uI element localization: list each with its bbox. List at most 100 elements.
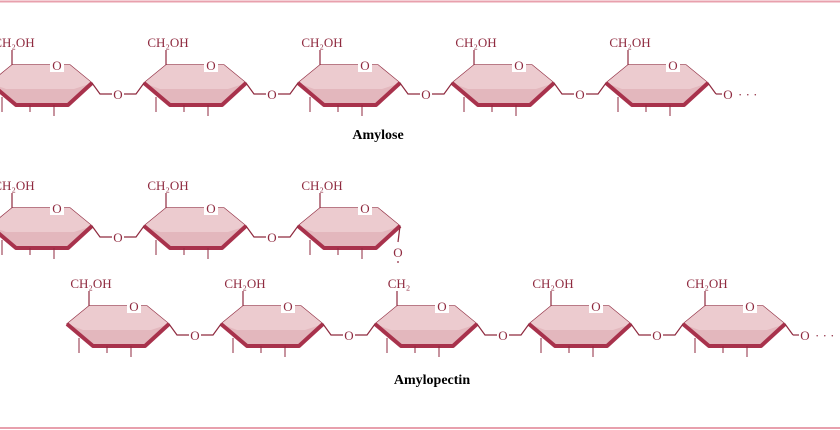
ch2oh-label: CH₂OH — [455, 35, 496, 50]
linkage-oxygen: O — [267, 230, 276, 245]
ring-front-edge — [0, 81, 94, 107]
linkage-oxygen: O — [190, 328, 199, 343]
linkage-oxygen: O — [421, 87, 430, 102]
linkage-bond — [784, 323, 794, 336]
linkage-oxygen: O — [344, 328, 353, 343]
ring-face — [298, 65, 400, 89]
ring-oxygen-gap — [204, 200, 218, 215]
ring-oxygen-gap — [435, 298, 449, 313]
ellipsis: · · · — [815, 328, 835, 343]
ring-front-edge — [142, 224, 248, 250]
ring-oxygen-label: O — [360, 201, 369, 216]
linkage-bond — [476, 323, 497, 336]
ring-oxygen-gap — [281, 298, 295, 313]
ring-oxygen-gap — [743, 298, 757, 313]
linkage-oxygen: O — [393, 245, 402, 260]
glycosidic-linkage: O — [630, 323, 684, 343]
branch-linkage: O — [393, 225, 403, 263]
glycosidic-linkage: O — [553, 82, 607, 102]
ch2oh-label: CH₂OH — [686, 276, 727, 291]
ring-front-edge — [681, 322, 787, 348]
linkage-bond — [201, 323, 222, 336]
linkage-oxygen: O — [652, 328, 661, 343]
linkage-bond — [707, 82, 717, 95]
ring-front-edge — [142, 81, 248, 107]
glycosidic-linkage: O — [91, 225, 145, 245]
glucose-ring: O CH₂OH — [0, 35, 94, 116]
amylose-chain: OCH₂OHOCH₂OHOCH₂OHOCH₂OHOCH₂OHOOOOO· · · — [0, 35, 758, 116]
glycosidic-linkage: O — [476, 323, 530, 343]
amylopectin-title: Amylopectin — [394, 373, 470, 388]
ring-oxygen-label: O — [283, 299, 292, 314]
ring-face — [298, 208, 400, 232]
ch2oh-label: CH₂OH — [147, 35, 188, 50]
ring-oxygen-gap — [50, 57, 64, 72]
ch2oh-label: CH₂OH — [70, 276, 111, 291]
linkage-bond — [397, 225, 401, 243]
ch2oh-label: CH₂OH — [0, 35, 35, 50]
ring-front-edge — [296, 224, 402, 250]
amylose-title: Amylose — [352, 128, 403, 143]
linkage-bond — [663, 323, 684, 336]
ring-face — [529, 306, 631, 330]
ring-oxygen-label: O — [745, 299, 754, 314]
amylopectin-chain: OCH₂OHOCH₂OHOCH₂OHOOOCH₂OHOCH₂OHOCH₂OCH₂… — [0, 178, 835, 357]
linkage-bond — [278, 225, 299, 238]
chain-continuation: O · · · — [784, 323, 835, 343]
ring-oxygen-label: O — [206, 201, 215, 216]
glucose-ring: O CH₂ — [373, 276, 479, 357]
ring-oxygen-label: O — [129, 299, 138, 314]
ring-face — [221, 306, 323, 330]
ring-oxygen-label: O — [668, 58, 677, 73]
linkage-bond — [432, 82, 453, 95]
ring-front-edge — [604, 81, 710, 107]
ring-front-edge — [65, 322, 171, 348]
glycosidic-linkage: O — [245, 82, 299, 102]
ring-face — [452, 65, 554, 89]
ring-oxygen-label: O — [52, 58, 61, 73]
ring-oxygen-label: O — [206, 58, 215, 73]
linkage-bond — [399, 82, 420, 95]
ring-face — [67, 306, 169, 330]
linkage-bond — [322, 323, 343, 336]
ring-oxygen-gap — [512, 57, 526, 72]
linkage-oxygen: O — [575, 87, 584, 102]
glucose-ring: O CH₂OH — [296, 178, 402, 259]
ring-oxygen-gap — [204, 57, 218, 72]
linkage-bond — [124, 225, 145, 238]
ring-face — [606, 65, 708, 89]
linkage-bond — [630, 323, 651, 336]
glucose-ring: O CH₂OH — [65, 276, 171, 357]
linkage-bond — [91, 225, 112, 238]
ring-face — [0, 65, 92, 89]
glucose-ring: O CH₂OH — [142, 178, 248, 259]
ring-face — [683, 306, 785, 330]
ch2oh-label: CH₂OH — [301, 178, 342, 193]
ring-oxygen-gap — [127, 298, 141, 313]
ring-front-edge — [373, 322, 479, 348]
ring-front-edge — [450, 81, 556, 107]
ellipsis: · · · — [738, 87, 758, 102]
ch2oh-label: CH₂ — [388, 276, 411, 291]
linkage-bond — [245, 225, 266, 238]
linkage-oxygen: O — [113, 230, 122, 245]
linkage-bond — [168, 323, 189, 336]
linkage-oxygen: O — [800, 328, 809, 343]
linkage-oxygen: O — [723, 87, 732, 102]
ch2oh-label: CH₂OH — [147, 178, 188, 193]
ring-oxygen-label: O — [360, 58, 369, 73]
ch2oh-label: CH₂OH — [532, 276, 573, 291]
ring-oxygen-label: O — [437, 299, 446, 314]
glycosidic-linkage: O — [91, 82, 145, 102]
linkage-bond — [509, 323, 530, 336]
ring-oxygen-gap — [589, 298, 603, 313]
glucose-ring: O CH₂OH — [681, 276, 787, 357]
ring-front-edge — [0, 224, 94, 250]
